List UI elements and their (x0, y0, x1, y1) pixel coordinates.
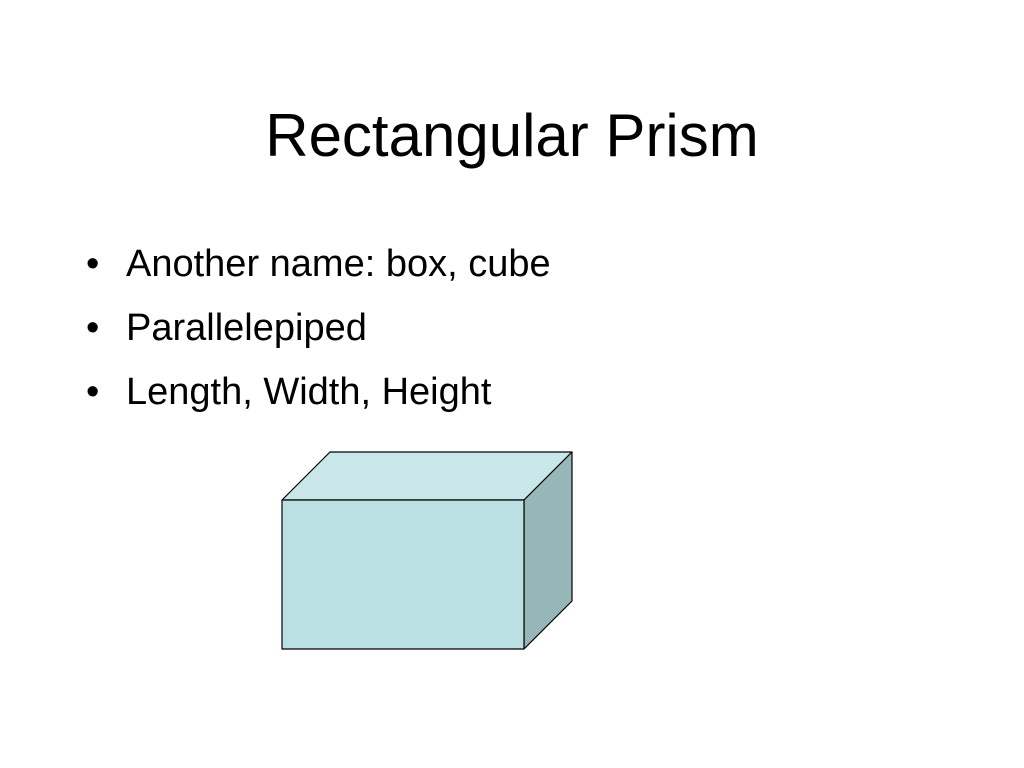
bullet-text: Length, Width, Height (126, 371, 492, 413)
bullet-text: Another name: box, cube (126, 243, 551, 285)
bullet-dot: • (86, 243, 100, 285)
slide-title: Rectangular Prism (265, 102, 759, 169)
prism-front-face (281, 499, 525, 650)
bullet-dot: • (86, 371, 100, 413)
rectangular-prism-icon (281, 451, 573, 650)
bullet-item: • Parallelepiped (86, 296, 551, 360)
bullet-text: Parallelepiped (126, 307, 367, 349)
bullet-list: • Another name: box, cube • Parallelepip… (86, 232, 551, 424)
bullet-item: • Another name: box, cube (86, 232, 551, 296)
prism-top-face (281, 451, 573, 501)
bullet-dot: • (86, 307, 100, 349)
bullet-item: • Length, Width, Height (86, 360, 551, 424)
